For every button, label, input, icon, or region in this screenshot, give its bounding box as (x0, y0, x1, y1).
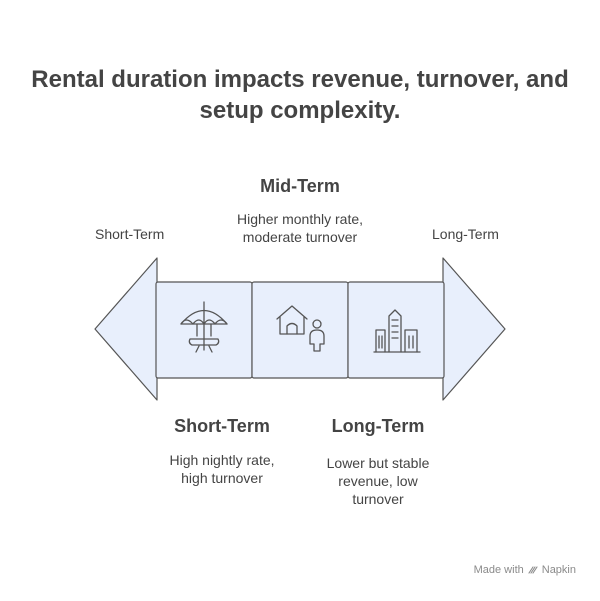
napkin-logo-icon (528, 566, 538, 574)
segment-long-term (347, 281, 445, 379)
desc-line: high turnover (181, 470, 263, 486)
desc-line: moderate turnover (242, 229, 358, 245)
long-term-description: Lower but stable revenue, low turnover (298, 454, 458, 508)
desc-line: Lower but stable (326, 455, 430, 471)
mid-term-description: Higher monthly rate, moderate turnover (180, 210, 420, 246)
footer-brand: Napkin (541, 564, 576, 576)
beach-umbrella-icon (180, 301, 228, 353)
desc-line: Higher monthly rate, (236, 211, 364, 227)
mid-term-heading: Mid-Term (260, 176, 340, 196)
short-term-description: High nightly rate, high turnover (132, 451, 312, 487)
made-with-napkin-footer: Made with Napkin (474, 564, 576, 576)
short-term-heading: Short-Term (174, 416, 270, 436)
desc-line: revenue, low (338, 473, 418, 489)
footer-prefix: Made with (473, 564, 524, 576)
desc-line: High nightly rate, (169, 452, 275, 468)
house-person-icon (276, 305, 325, 352)
page-title: Rental duration impacts revenue, turnove… (31, 66, 569, 124)
segment-mid-term (251, 281, 349, 379)
long-term-heading: Long-Term (331, 416, 425, 436)
city-buildings-icon (373, 309, 421, 353)
desc-line: turnover (352, 491, 404, 507)
right-arrow-head (442, 257, 506, 401)
left-arrow-head (94, 257, 158, 401)
left-end-label: Short-Term (95, 226, 165, 242)
right-end-label: Long-Term (432, 226, 499, 242)
